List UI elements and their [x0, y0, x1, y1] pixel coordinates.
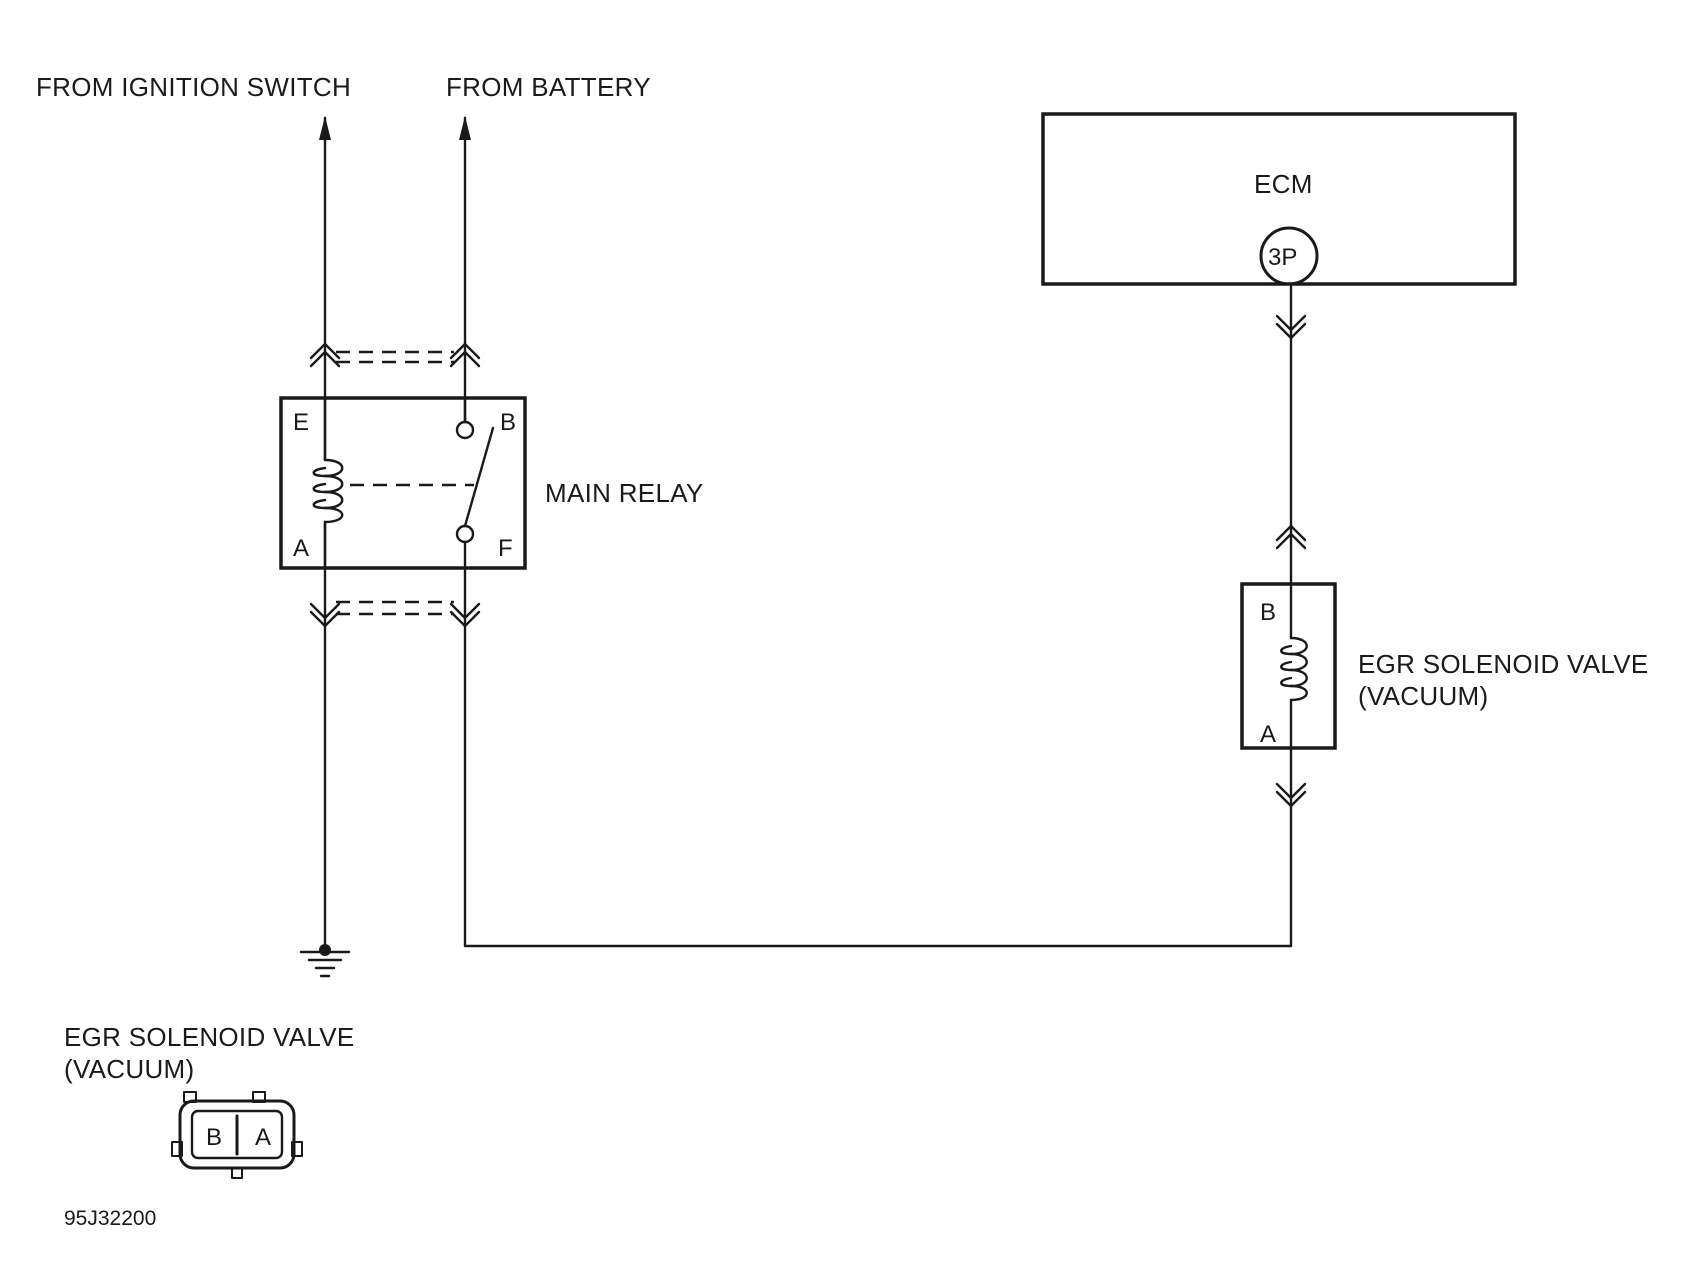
from-ignition-switch-label: FROM IGNITION SWITCH [36, 72, 351, 102]
egr-valve-connector-icon: B A [171, 1091, 303, 1179]
relay-pin-f: F [498, 535, 513, 562]
valve-coil-icon [1280, 582, 1308, 750]
ground-icon [299, 944, 351, 978]
egr-solenoid-valve: B A [1240, 582, 1337, 750]
relay-pin-e: E [293, 409, 309, 436]
valve-pin-b: B [1260, 599, 1276, 626]
from-battery-label: FROM BATTERY [446, 72, 651, 102]
ecm-to-valve-wire [1275, 282, 1307, 586]
relay-pin-a: A [293, 535, 309, 562]
ecm-label: ECM [1254, 169, 1313, 199]
connector-pin-a: A [255, 1124, 271, 1151]
upper-connector-symbol [309, 342, 481, 368]
connector-pin-b: B [206, 1124, 222, 1151]
relay-pin-b: B [500, 409, 516, 436]
figure-id: 95J32200 [64, 1207, 156, 1230]
main-relay: E A B F [279, 396, 527, 570]
ecm-module: ECM 3P [1041, 112, 1517, 286]
ecm-pin-3p: 3P [1268, 244, 1297, 271]
battery-wire [459, 116, 471, 424]
lower-connector-symbol [309, 600, 481, 628]
egr-valve-label-line2: (VACUUM) [1358, 681, 1488, 711]
relay-f-to-valve-wire [463, 566, 1293, 948]
valve-pin-a: A [1260, 721, 1276, 748]
egr-valve-label-line1: EGR SOLENOID VALVE [1358, 649, 1649, 679]
connector-title-line2: (VACUUM) [64, 1054, 194, 1084]
connector-title-line1: EGR SOLENOID VALVE [64, 1022, 355, 1052]
relay-coil-icon [312, 396, 344, 570]
main-relay-label: MAIN RELAY [545, 478, 704, 508]
valve-lower-connector-symbol [1275, 782, 1307, 808]
relay-switch-icon [350, 396, 495, 570]
